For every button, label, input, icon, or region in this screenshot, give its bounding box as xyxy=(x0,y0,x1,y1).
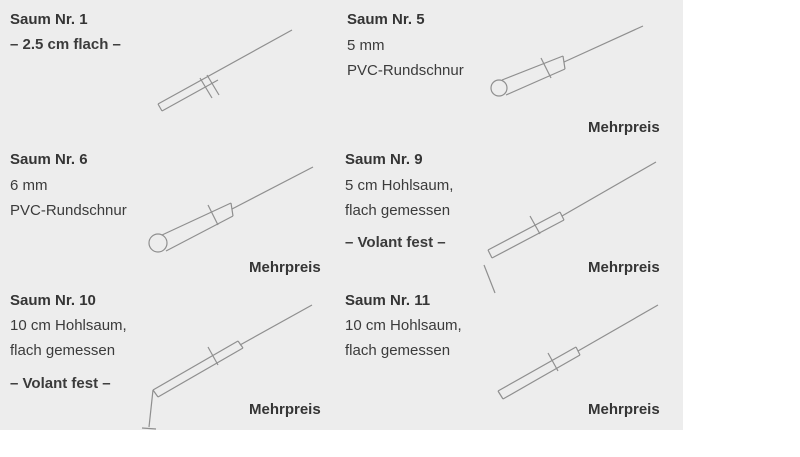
panel-title: Saum Nr. 10 xyxy=(10,292,96,309)
seam-description: flach gemessen xyxy=(345,202,451,219)
surcharge-label: Mehrpreis xyxy=(249,259,321,276)
seam-description: 10 cm Hohlsaum, xyxy=(10,317,127,334)
panel-title: Saum Nr. 9 xyxy=(345,151,423,168)
round-cord-seam-diagram-icon xyxy=(148,166,314,253)
seam-description: PVC-Rundschnur xyxy=(347,62,464,79)
surcharge-label: Mehrpreis xyxy=(588,259,660,276)
seam-description: 10 cm Hohlsaum, xyxy=(345,317,462,334)
seam-description: 5 mm xyxy=(347,37,385,54)
seam-description: – 2.5 cm flach – xyxy=(10,36,121,53)
hollow-hem-volant-diagram-icon xyxy=(483,161,657,294)
panel-title: Saum Nr. 5 xyxy=(347,11,425,28)
surcharge-label: Mehrpreis xyxy=(588,119,660,136)
panel-title: Saum Nr. 1 xyxy=(10,11,88,28)
seam-description: 5 cm Hohlsaum, xyxy=(345,177,454,194)
seam-description: PVC-Rundschnur xyxy=(10,202,127,219)
volant-note: – Volant fest – xyxy=(10,375,111,392)
panel-title: Saum Nr. 6 xyxy=(10,151,88,168)
surcharge-label: Mehrpreis xyxy=(588,401,660,418)
flat-seam-diagram-icon xyxy=(157,29,293,112)
seam-description: 6 mm xyxy=(10,177,48,194)
volant-note: – Volant fest – xyxy=(345,234,446,251)
diagram-background xyxy=(0,0,683,430)
hollow-hem-volant-corner-diagram-icon xyxy=(141,304,313,430)
seam-description: flach gemessen xyxy=(345,342,451,359)
hollow-hem-diagram-icon xyxy=(497,304,659,400)
surcharge-label: Mehrpreis xyxy=(249,401,321,418)
seam-description: flach gemessen xyxy=(10,342,116,359)
round-cord-seam-diagram-icon xyxy=(490,25,644,97)
panel-title: Saum Nr. 11 xyxy=(345,292,431,309)
